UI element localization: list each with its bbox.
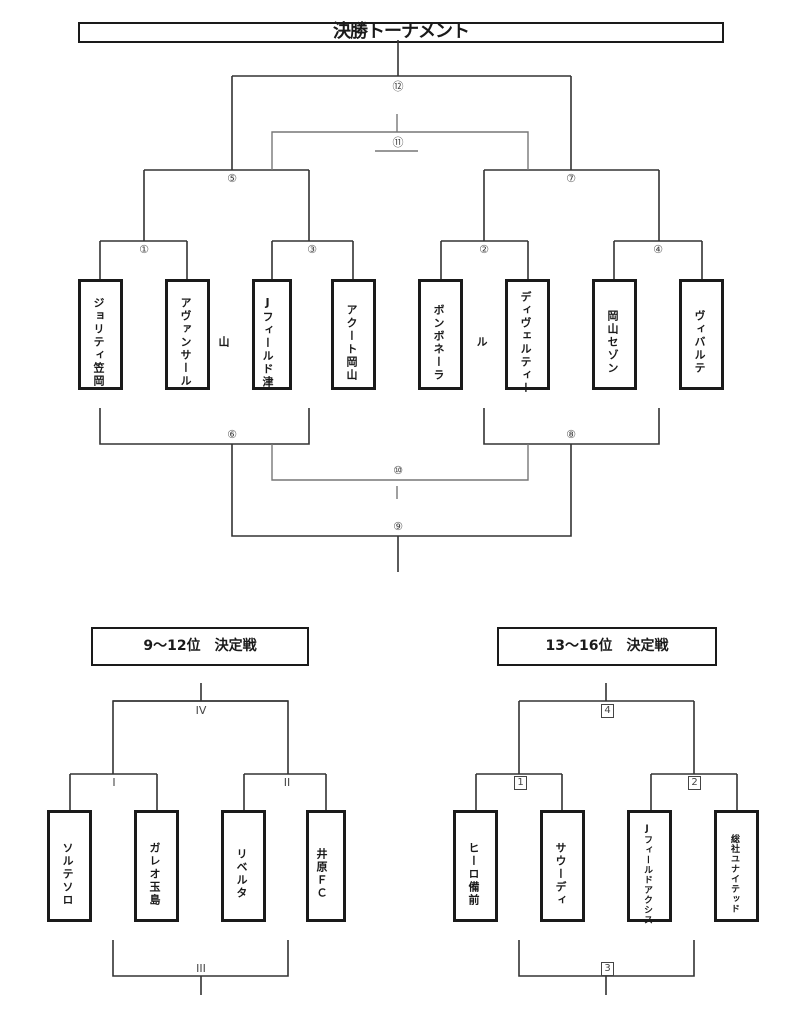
team-name: アヴァンサール: [179, 297, 192, 388]
match-label-3: ③: [307, 243, 317, 256]
match-label-I: I: [112, 776, 116, 789]
team-box[interactable]: Jフィールドアクシス: [627, 810, 672, 925]
team-box[interactable]: ヴィバルテ: [679, 279, 724, 390]
match-label-12: ⑫: [392, 80, 404, 93]
team-box[interactable]: 総社ユナイテッド: [714, 810, 759, 922]
team-box[interactable]: ディヴェルティール: [475, 279, 550, 395]
team-name: ボンボネーラ: [432, 303, 445, 382]
team-name: サウーディ: [554, 841, 567, 907]
team-name: Jフィールドアクシス: [642, 823, 652, 925]
team-box[interactable]: Jフィールド津山: [217, 279, 292, 390]
team-name: ヴィバルテ: [693, 310, 706, 375]
line-match-5: [143, 169, 310, 241]
match-label-2b: 2: [688, 776, 701, 790]
line-match-1: [99, 240, 188, 279]
team-box[interactable]: ヒーロ備前: [453, 810, 498, 922]
team-box[interactable]: ボンボネーラ: [418, 279, 463, 390]
team-box[interactable]: ガレオ玉島: [134, 810, 179, 922]
team-box[interactable]: ソルテソロ: [47, 810, 92, 922]
bracket-13-16-title: 13～16位 決定戦: [497, 627, 717, 666]
team-box[interactable]: 井原ＦＣ: [306, 810, 346, 922]
line-match-3b: [518, 940, 695, 995]
team-name: ソルテソロ: [61, 841, 74, 907]
line-match-III: [112, 940, 289, 995]
main-title-bar: 決勝トーナメント: [78, 22, 724, 43]
line-match-10: [271, 444, 529, 499]
line-match-6: [99, 408, 310, 445]
match-label-10: ⑩: [393, 464, 403, 477]
team-name: ジョリティ笠岡: [92, 297, 105, 388]
line-match-IV: [112, 683, 289, 774]
team-name: 岡山セゾン: [606, 310, 619, 375]
team-box[interactable]: ジョリティ笠岡: [78, 279, 123, 390]
match-label-1: ①: [139, 243, 149, 256]
team-name: 総社ユナイテッド: [729, 834, 739, 914]
line-match-12: [231, 75, 572, 170]
line-match-I: [69, 773, 158, 810]
line-match-1b: [475, 773, 563, 810]
line-match-4b: [518, 683, 695, 774]
match-label-9: ⑨: [393, 520, 403, 533]
team-box[interactable]: 岡山セゾン: [592, 279, 637, 390]
team-name: アクート岡山: [345, 303, 358, 382]
line-match-9: [231, 444, 572, 572]
match-label-11: ⑪: [392, 136, 404, 149]
team-name: ガレオ玉島: [148, 841, 161, 907]
match-label-7: ⑦: [566, 172, 576, 185]
match-label-IV: IV: [195, 704, 207, 717]
bracket-9-12-title: 9～12位 決定戦: [91, 627, 309, 666]
line-match-4: [613, 240, 703, 279]
match-label-II: II: [283, 776, 291, 789]
line-match-3: [271, 240, 354, 279]
main-title: 決勝トーナメント: [333, 21, 470, 42]
team-box[interactable]: サウーディ: [540, 810, 585, 922]
match-label-1b: 1: [514, 776, 527, 790]
team-name: ディヴェルティール: [475, 290, 532, 395]
line-match-2b: [650, 773, 738, 810]
line-match-7: [483, 169, 660, 241]
match-label-8: ⑧: [566, 428, 576, 441]
match-label-4b: 4: [601, 704, 614, 718]
match-label-6: ⑥: [227, 428, 237, 441]
match-label-5: ⑤: [227, 172, 237, 185]
match-label-2: ②: [479, 243, 489, 256]
match-label-4: ④: [653, 243, 663, 256]
team-name: Jフィールド津山: [217, 296, 274, 389]
team-box[interactable]: アクート岡山: [331, 279, 376, 390]
match-label-3b: 3: [601, 962, 614, 976]
team-name: 井原ＦＣ: [315, 848, 328, 900]
line-match-2: [440, 240, 529, 279]
line-match-II: [243, 773, 327, 810]
line-match-11: [271, 114, 529, 170]
team-box[interactable]: リベルタ: [221, 810, 266, 922]
team-name: ヒーロ備前: [467, 841, 480, 907]
match-label-III: III: [196, 962, 206, 975]
team-name: リベルタ: [235, 848, 248, 900]
team-box[interactable]: アヴァンサール: [165, 279, 210, 390]
